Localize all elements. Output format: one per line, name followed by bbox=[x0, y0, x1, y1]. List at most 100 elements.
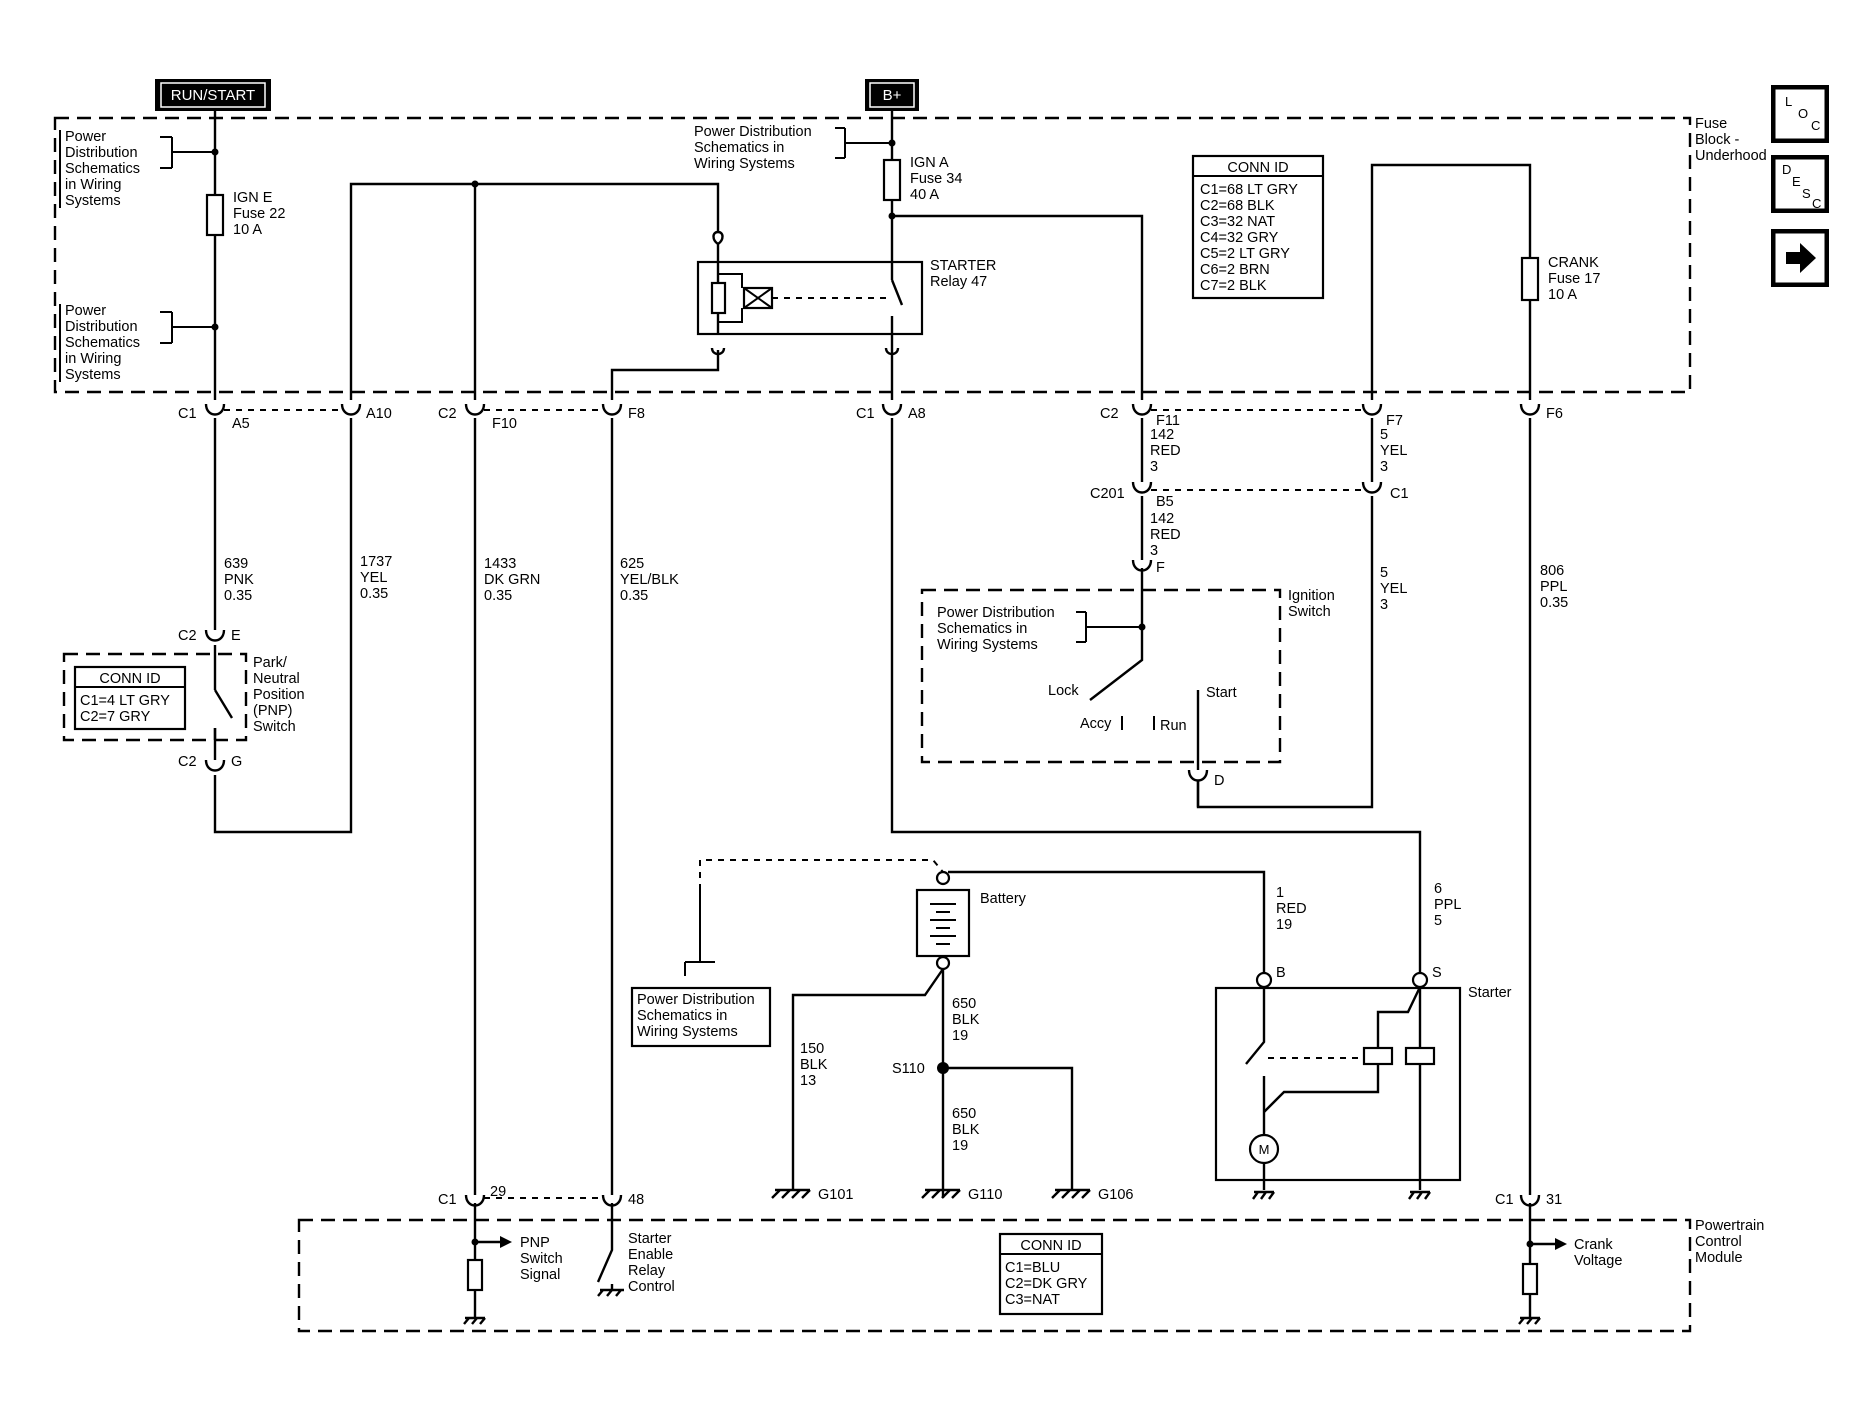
svg-text:C3=32 NAT: C3=32 NAT bbox=[1200, 214, 1275, 230]
svg-text:C1=BLU: C1=BLU bbox=[1005, 1260, 1060, 1276]
svg-text:Battery: Battery bbox=[980, 891, 1027, 907]
svg-text:639: 639 bbox=[224, 556, 248, 572]
b-plus-source: B+ bbox=[865, 79, 919, 111]
svg-text:C1: C1 bbox=[856, 406, 875, 422]
fuse-block-outline bbox=[53, 116, 1692, 394]
next-arrow-button[interactable] bbox=[1771, 229, 1829, 287]
svg-text:650: 650 bbox=[952, 1106, 976, 1122]
wire-806: 806 PPL 0.35 bbox=[1540, 563, 1568, 611]
svg-text:Fuse 34: Fuse 34 bbox=[910, 171, 962, 187]
svg-text:150: 150 bbox=[800, 1041, 824, 1057]
svg-text:0.35: 0.35 bbox=[360, 586, 388, 602]
fuse-ign-a-label: IGN A Fuse 34 40 A bbox=[910, 155, 962, 203]
svg-text:Underhood: Underhood bbox=[1695, 148, 1767, 164]
svg-text:B+: B+ bbox=[883, 87, 902, 104]
svg-text:Starter: Starter bbox=[1468, 985, 1512, 1001]
wire-5-b: 5 YEL 3 bbox=[1380, 565, 1407, 613]
svg-text:A10: A10 bbox=[366, 406, 392, 422]
svg-text:C1: C1 bbox=[178, 406, 197, 422]
svg-text:D: D bbox=[1214, 773, 1224, 789]
fuse-ign-e-label: IGN E Fuse 22 10 A bbox=[233, 190, 285, 238]
loc-button[interactable]: L O C bbox=[1771, 85, 1829, 143]
svg-text:13: 13 bbox=[800, 1073, 816, 1089]
svg-text:F6: F6 bbox=[1546, 406, 1563, 422]
svg-text:DK GRN: DK GRN bbox=[484, 572, 540, 588]
svg-text:CONN ID: CONN ID bbox=[99, 671, 160, 687]
svg-text:3: 3 bbox=[1380, 459, 1388, 475]
fuse-crank bbox=[1520, 256, 1540, 302]
svg-text:10 A: 10 A bbox=[1548, 287, 1577, 303]
svg-text:Power: Power bbox=[65, 303, 106, 319]
svg-text:1433: 1433 bbox=[484, 556, 516, 572]
svg-text:S: S bbox=[1802, 186, 1811, 201]
ground-g101 bbox=[771, 1188, 811, 1199]
svg-text:RED: RED bbox=[1276, 901, 1307, 917]
svg-text:Voltage: Voltage bbox=[1574, 1253, 1622, 1269]
svg-text:5: 5 bbox=[1434, 913, 1442, 929]
svg-text:C1: C1 bbox=[438, 1192, 457, 1208]
wire-142-b: 142 RED 3 bbox=[1150, 511, 1181, 559]
svg-text:CRANK: CRANK bbox=[1548, 255, 1599, 271]
run-start-source: RUN/START bbox=[155, 79, 271, 111]
pds-label-4: Power Distribution Schematics in Wiring … bbox=[937, 605, 1055, 653]
svg-text:S: S bbox=[1432, 965, 1442, 981]
pds-label-2: Power Distribution Schematics in Wiring … bbox=[65, 303, 140, 383]
svg-text:31: 31 bbox=[1546, 1192, 1562, 1208]
svg-text:Fuse 22: Fuse 22 bbox=[233, 206, 285, 222]
svg-text:3: 3 bbox=[1150, 543, 1158, 559]
svg-text:Start: Start bbox=[1206, 685, 1237, 701]
crank-voltage-label: Crank Voltage bbox=[1574, 1237, 1622, 1269]
svg-text:142: 142 bbox=[1150, 511, 1174, 527]
svg-text:Schematics in: Schematics in bbox=[637, 1008, 727, 1024]
svg-text:YEL: YEL bbox=[1380, 443, 1407, 459]
svg-text:C1: C1 bbox=[1495, 1192, 1514, 1208]
svg-text:0.35: 0.35 bbox=[1540, 595, 1568, 611]
svg-text:YEL: YEL bbox=[360, 570, 387, 586]
ground-g106 bbox=[1051, 1188, 1091, 1199]
svg-text:Crank: Crank bbox=[1574, 1237, 1613, 1253]
svg-text:O: O bbox=[1798, 106, 1808, 121]
svg-text:C2: C2 bbox=[178, 754, 197, 770]
wire-142-a: 142 RED 3 bbox=[1150, 427, 1181, 475]
svg-text:Schematics in: Schematics in bbox=[694, 140, 784, 156]
svg-text:Systems: Systems bbox=[65, 367, 121, 383]
svg-text:G101: G101 bbox=[818, 1187, 853, 1203]
svg-text:YEL/BLK: YEL/BLK bbox=[620, 572, 679, 588]
svg-text:STARTER: STARTER bbox=[930, 258, 996, 274]
svg-text:Control: Control bbox=[628, 1279, 675, 1295]
pds-label-5: Power Distribution Schematics in Wiring … bbox=[637, 992, 755, 1040]
svg-text:C2=68 BLK: C2=68 BLK bbox=[1200, 198, 1275, 214]
svg-text:Switch: Switch bbox=[1288, 604, 1331, 620]
svg-text:BLK: BLK bbox=[800, 1057, 828, 1073]
svg-text:in Wiring: in Wiring bbox=[65, 177, 121, 193]
ignition-switch-outline bbox=[920, 588, 1282, 764]
svg-text:F11: F11 bbox=[1156, 413, 1180, 429]
svg-text:F10: F10 bbox=[492, 416, 517, 432]
svg-text:650: 650 bbox=[952, 996, 976, 1012]
svg-text:Power: Power bbox=[65, 129, 106, 145]
pnp-signal-label: PNP Switch Signal bbox=[520, 1235, 563, 1283]
svg-text:C2: C2 bbox=[178, 628, 197, 644]
wire-625: 625 YEL/BLK 0.35 bbox=[620, 556, 679, 604]
svg-text:Distribution: Distribution bbox=[65, 319, 138, 335]
fuse-block-label: Fuse Block - Underhood bbox=[1695, 116, 1767, 164]
desc-button[interactable]: D E S C bbox=[1771, 155, 1829, 213]
svg-text:PPL: PPL bbox=[1540, 579, 1567, 595]
wire-1: 1 RED 19 bbox=[1276, 885, 1307, 933]
fuse-block-connectors bbox=[204, 403, 1541, 416]
pcm-outline bbox=[297, 1218, 1692, 1333]
ignition-switch-label: Ignition Switch bbox=[1288, 588, 1335, 620]
pnp-switch-label: Park/ Neutral Position (PNP) Switch bbox=[253, 655, 305, 735]
svg-text:G106: G106 bbox=[1098, 1187, 1133, 1203]
arrow-right-icon bbox=[1786, 243, 1816, 273]
svg-text:CONN ID: CONN ID bbox=[1227, 160, 1288, 176]
svg-text:YEL: YEL bbox=[1380, 581, 1407, 597]
fuse-ign-e bbox=[205, 193, 225, 237]
svg-text:G110: G110 bbox=[968, 1187, 1002, 1203]
svg-text:Wiring Systems: Wiring Systems bbox=[694, 156, 795, 172]
svg-text:D: D bbox=[1782, 162, 1791, 177]
svg-text:Accy: Accy bbox=[1080, 716, 1112, 732]
svg-text:Park/: Park/ bbox=[253, 655, 288, 671]
svg-text:Lock: Lock bbox=[1048, 683, 1079, 699]
svg-text:F8: F8 bbox=[628, 406, 645, 422]
